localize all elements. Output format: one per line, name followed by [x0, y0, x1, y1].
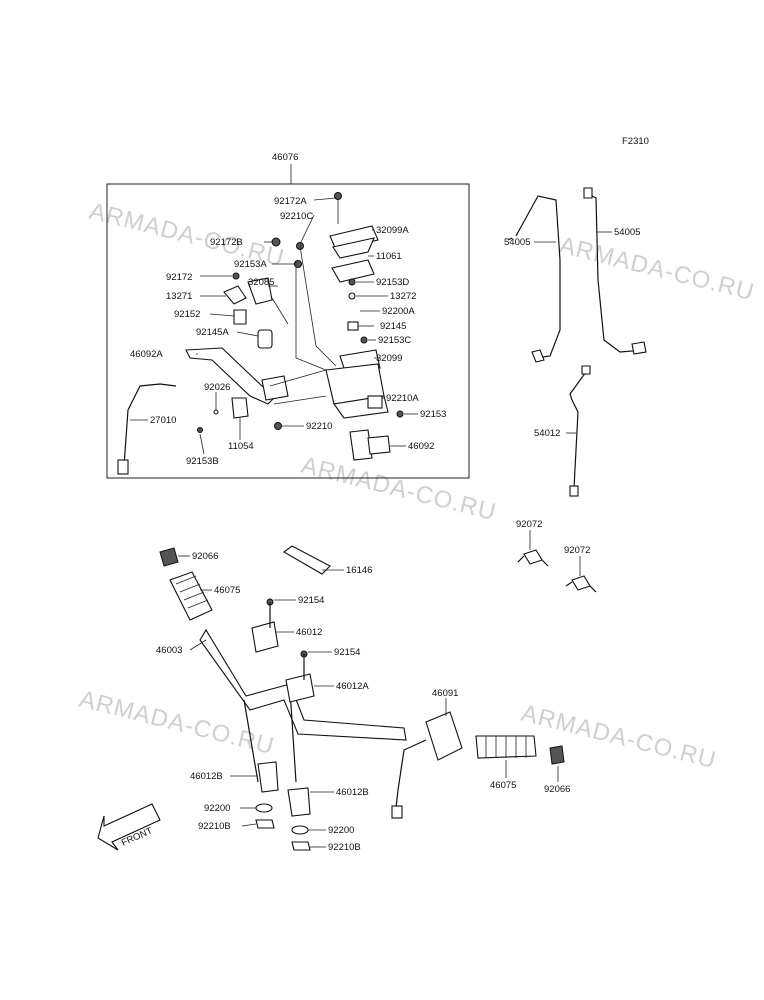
watermark: ARMADA-CO.RU	[519, 700, 720, 775]
cable-leaders	[529, 231, 612, 576]
assembly-box	[106, 183, 470, 479]
part-label-92072-a: 92072	[516, 519, 542, 530]
part-label-92172: 92172	[166, 272, 192, 283]
part-label-32099: 32099	[376, 353, 402, 364]
part-label-54005-right: 54005	[614, 227, 640, 238]
part-label-92153D: 92153D	[376, 277, 409, 288]
part-label-32099A: 32099A	[376, 225, 409, 236]
part-label-92210B-left: 92210B	[198, 821, 231, 832]
part-label-92066-right: 92066	[544, 784, 570, 795]
part-label-92153C: 92153C	[378, 335, 411, 346]
part-label-32085: 32085	[248, 277, 274, 288]
part-label-92066-left: 92066	[192, 551, 218, 562]
part-label-46003: 46003	[156, 645, 182, 656]
watermarks: ARMADA-CO.RU ARMADA-CO.RU ARMADA-CO.RU A…	[77, 198, 758, 775]
part-label-92200A: 92200A	[382, 306, 415, 317]
part-label-11054: 11054	[228, 441, 254, 452]
part-label-92153: 92153	[420, 409, 446, 420]
part-label-92172B: 92172B	[210, 237, 243, 248]
part-label-46012: 46012	[296, 627, 322, 638]
part-label-92145: 92145	[380, 321, 406, 332]
watermark: ARMADA-CO.RU	[557, 232, 758, 307]
part-label-46012A: 46012A	[336, 681, 369, 692]
handlebar-leaders	[178, 555, 559, 848]
part-label-46091: 46091	[432, 688, 458, 699]
part-label-54005-left: 54005	[504, 237, 530, 248]
part-label-92172A: 92172A	[274, 196, 307, 207]
part-label-92153A: 92153A	[234, 259, 267, 270]
part-label-11061: 11061	[376, 251, 402, 262]
part-label-13271: 13271	[166, 291, 192, 302]
part-label-46092: 46092	[408, 441, 434, 452]
part-label-92154-b: 92154	[334, 647, 360, 658]
part-label-92152: 92152	[174, 309, 200, 320]
box-labels: 92172A 92210C 32099A 92172B 11061 92153A…	[130, 196, 446, 467]
part-label-46092A: 46092A	[130, 349, 163, 360]
part-label-92210A: 92210A	[386, 393, 419, 404]
part-label-46075-left: 46075	[214, 585, 240, 596]
part-label-92200-left: 92200	[204, 803, 230, 814]
part-label-92153B: 92153B	[186, 456, 219, 467]
part-label-46076: 46076	[272, 152, 298, 163]
figure-code: F2310	[622, 136, 649, 147]
part-label-13272: 13272	[390, 291, 416, 302]
part-label-92072-b: 92072	[564, 545, 590, 556]
handlebar-assembly	[97, 545, 565, 851]
part-label-92026: 92026	[204, 382, 230, 393]
part-label-92154-a: 92154	[298, 595, 324, 606]
part-label-92145A: 92145A	[196, 327, 229, 338]
cable-labels: 54005 54005 54012 92072 92072	[504, 227, 640, 556]
cables	[507, 187, 647, 593]
part-label-92210C: 92210C	[280, 211, 313, 222]
handlebar-labels: 92066 46075 16146 92154 46012 46003 9215…	[156, 551, 570, 853]
part-label-92210: 92210	[306, 421, 332, 432]
part-label-46075-right: 46075	[490, 780, 516, 791]
part-label-92210B-right: 92210B	[328, 842, 361, 853]
part-label-46012B-left: 46012B	[190, 771, 223, 782]
part-label-92200-right: 92200	[328, 825, 354, 836]
box-leaders	[130, 197, 418, 455]
master-cylinder-assembly	[117, 192, 404, 475]
part-label-46012B-right: 46012B	[336, 787, 369, 798]
part-label-27010: 27010	[150, 415, 176, 426]
part-label-54012: 54012	[534, 428, 560, 439]
part-label-16146: 16146	[346, 565, 372, 576]
